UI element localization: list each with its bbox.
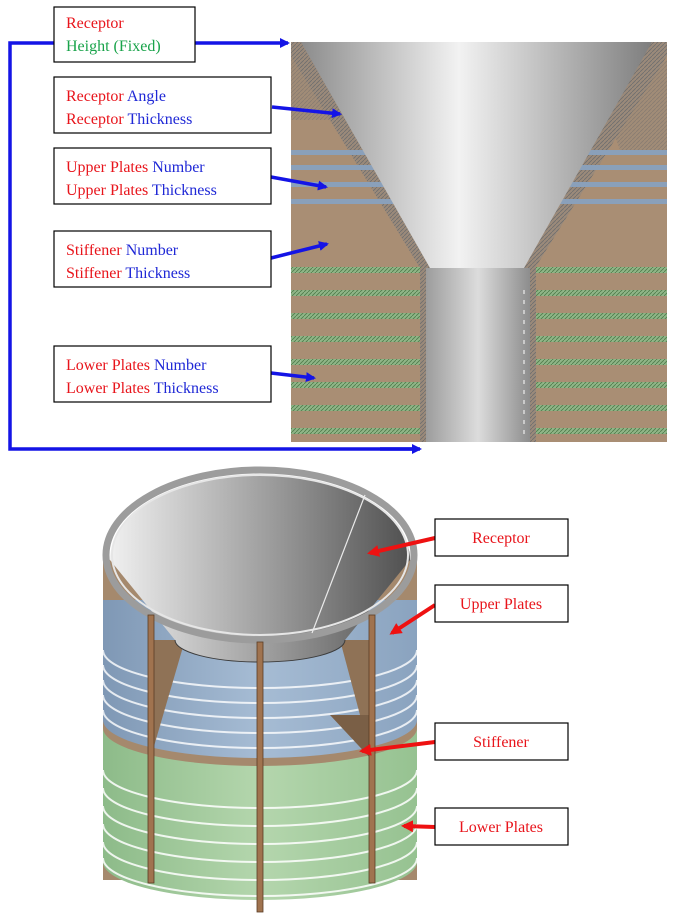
iso-label-lower-plates: Lower Plates [459, 819, 543, 836]
iso-receptor-rim-inner [111, 474, 409, 636]
iso-receptor-seam [311, 494, 366, 634]
iso-label-receptor: Receptor [472, 530, 530, 547]
label-upper-plates-line1-part1: Upper Plates [66, 159, 152, 176]
iso-label-box-lower-plates [434, 807, 569, 846]
receptor-tube [424, 268, 532, 442]
label-upper-plates-line2-part2: Thickness [152, 182, 217, 199]
label-box-receptor-angle [53, 76, 272, 134]
label-receptor-angle-line1-part1: Receptor [66, 88, 127, 105]
tube-wall-left [420, 268, 426, 442]
iso-labels: Receptor Upper Plates Stiffener Lower Pl… [434, 518, 569, 846]
iso-receptor-rim [102, 466, 418, 644]
corner-hatch-left [291, 56, 330, 120]
label-upper-plates-line1: Upper Plates Number [66, 159, 205, 176]
iso-arrows [359, 536, 437, 833]
label-receptor-angle-line1-part2: Angle [127, 88, 166, 105]
iso-label-box-upper-plates [434, 584, 569, 623]
label-lower-plates-line1-part1: Lower Plates [66, 357, 154, 374]
label-lower-plates-line2-part1: Lower Plates [66, 380, 154, 397]
label-stiffener-line1-part2: Number [126, 242, 179, 259]
label-receptor-height-line1: Receptor [66, 15, 124, 32]
label-receptor-angle-line1: Receptor Angle [66, 88, 166, 105]
receptor-cone [301, 42, 652, 268]
label-stiffener-line1-part1: Stiffener [66, 242, 126, 259]
label-upper-plates-line1-part2: Number [152, 159, 205, 176]
label-receptor-height-line2-part1: Height (Fixed) [66, 38, 161, 55]
label-upper-plates-line2-part1: Upper Plates [66, 182, 152, 199]
label-box-upper-plates [53, 147, 272, 205]
label-upper-plates-line2: Upper Plates Thickness [66, 182, 217, 199]
label-receptor-height-line1-part1: Receptor [66, 15, 124, 32]
iso-receptor-cone [110, 475, 410, 662]
label-lower-plates-line1: Lower Plates Number [66, 357, 207, 374]
corner-hatch-right [600, 60, 667, 150]
label-lower-plates-line2: Lower Plates Thickness [66, 380, 219, 397]
section-labels: Receptor Height (Fixed) Receptor Angle R… [53, 6, 272, 403]
lower-plate-strips [291, 267, 667, 434]
upper-plate-strips [291, 150, 667, 204]
iso-view [102, 466, 418, 913]
label-receptor-angle-line2: Receptor Thickness [66, 111, 192, 128]
label-box-lower-plates [53, 345, 272, 403]
label-box-receptor-height [53, 6, 196, 63]
label-stiffener-line1: Stiffener Number [66, 242, 179, 259]
label-receptor-angle-line2-part1: Receptor [66, 111, 127, 128]
iso-label-box-receptor [434, 518, 569, 557]
label-lower-plates-line1-part2: Number [154, 357, 207, 374]
iso-label-stiffener: Stiffener [473, 734, 529, 751]
section-arrows [270, 105, 342, 383]
label-box-stiffener [53, 230, 272, 288]
iso-label-box-stiffener [434, 722, 569, 761]
label-receptor-angle-line2-part2: Thickness [127, 111, 192, 128]
section-view [291, 42, 667, 442]
iso-stiffener-face-left [150, 640, 185, 760]
label-stiffener-line2-part1: Stiffener [66, 265, 125, 282]
label-receptor-height-line2: Height (Fixed) [66, 38, 161, 55]
tube-wall-right [530, 268, 536, 442]
label-stiffener-line2-part2: Thickness [125, 265, 190, 282]
iso-label-upper-plates: Upper Plates [460, 596, 542, 613]
label-stiffener-line2: Stiffener Thickness [66, 265, 190, 282]
label-lower-plates-line2-part2: Thickness [154, 380, 219, 397]
